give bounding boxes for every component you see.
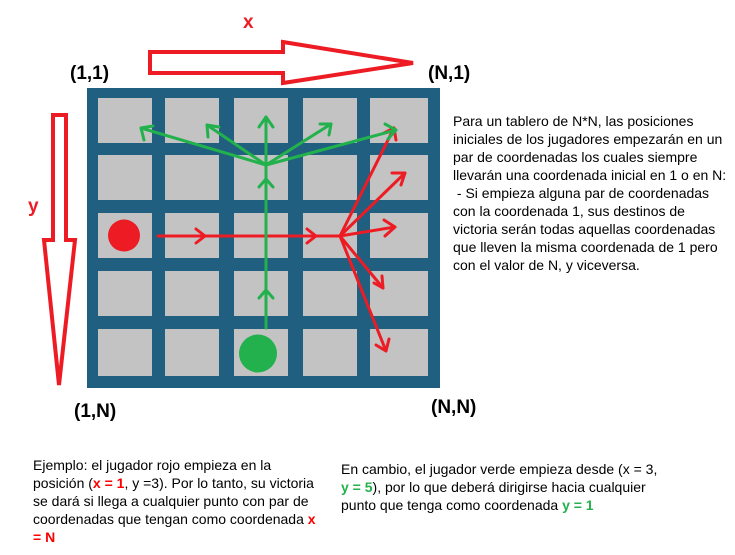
red-branch-arrow	[338, 225, 397, 238]
board-cell	[303, 155, 357, 200]
board-cell	[234, 98, 288, 143]
board-cell	[303, 329, 357, 376]
green-player-example: En cambio, el jugador verde empieza desd…	[341, 460, 661, 514]
corner-label-bottom-right: (N,N)	[431, 397, 476, 418]
green-branch-arrow	[264, 128, 398, 167]
board-cell	[165, 155, 219, 200]
green-example-text: ), por lo que deberá dirigirse hacia cua…	[341, 479, 646, 513]
red-path-chevron	[194, 227, 207, 245]
red-player-paths	[156, 126, 407, 353]
red-player-example: Ejemplo: el jugador rojo empieza en la p…	[33, 456, 323, 546]
corner-label-bottom-left: (1,N)	[74, 401, 116, 422]
green-path-chevron	[257, 177, 275, 189]
red-branch-arrow	[338, 171, 407, 238]
corner-label-top-right: (N,1)	[428, 63, 470, 84]
y-axis-arrow	[41, 113, 78, 386]
board-cell	[98, 329, 152, 376]
board-cell	[370, 271, 428, 316]
green-path-chevron	[257, 288, 275, 300]
red-branch-arrow	[338, 234, 385, 290]
green-branch-arrowhead	[383, 122, 398, 141]
board-cell	[165, 329, 219, 376]
rules-description: Para un tablero de N*N, las posiciones i…	[453, 112, 728, 274]
red-example-text: Ejemplo: el jugador rojo empieza en la p…	[33, 457, 272, 491]
green-branch-arrow	[139, 126, 268, 167]
red-player-token	[108, 219, 140, 252]
red-example-text: , y =3). Por lo tanto, su victoria se da…	[33, 475, 314, 527]
red-branch-arrow	[338, 234, 388, 353]
red-branch-arrow	[338, 126, 396, 238]
green-player-token	[239, 334, 277, 373]
board-cell	[165, 98, 219, 143]
rules-paragraph-1: Para un tablero de N*N, las posiciones i…	[453, 113, 727, 183]
x-axis-label: x	[243, 12, 254, 33]
rules-paragraph-2: - Si empieza alguna par de coordenadas c…	[453, 185, 722, 273]
green-branch-arrowhead	[205, 123, 221, 139]
green-target-coordinate: y = 1	[562, 497, 594, 513]
board-cell	[98, 271, 152, 316]
red-start-coordinate: x = 1	[92, 475, 125, 491]
x-axis-arrow	[148, 39, 414, 86]
red-branch-arrowhead	[372, 274, 385, 290]
green-branch-arrowhead	[139, 124, 155, 142]
green-branch-arrow	[205, 123, 268, 167]
green-branch-arrowhead	[318, 122, 333, 137]
board-cell	[165, 271, 219, 316]
board-cell	[370, 98, 428, 143]
red-branch-arrowhead	[374, 337, 391, 353]
red-target-coordinate: x = N	[33, 511, 316, 545]
red-branch-arrowhead	[390, 171, 407, 187]
board-cell	[98, 155, 152, 200]
y-axis-label: y	[28, 196, 39, 217]
board-cell	[303, 271, 357, 316]
green-example-text: En cambio, el jugador verde empieza desd…	[341, 461, 658, 477]
green-branch-arrow	[264, 122, 333, 167]
corner-label-top-left: (1,1)	[70, 63, 109, 84]
red-branch-arrowhead	[382, 218, 397, 238]
board-cell	[370, 213, 428, 258]
green-player-paths	[139, 115, 398, 330]
red-path-chevron	[305, 227, 318, 245]
green-start-coordinate: y = 5	[341, 479, 373, 495]
green-branch-arrowhead	[257, 115, 275, 129]
